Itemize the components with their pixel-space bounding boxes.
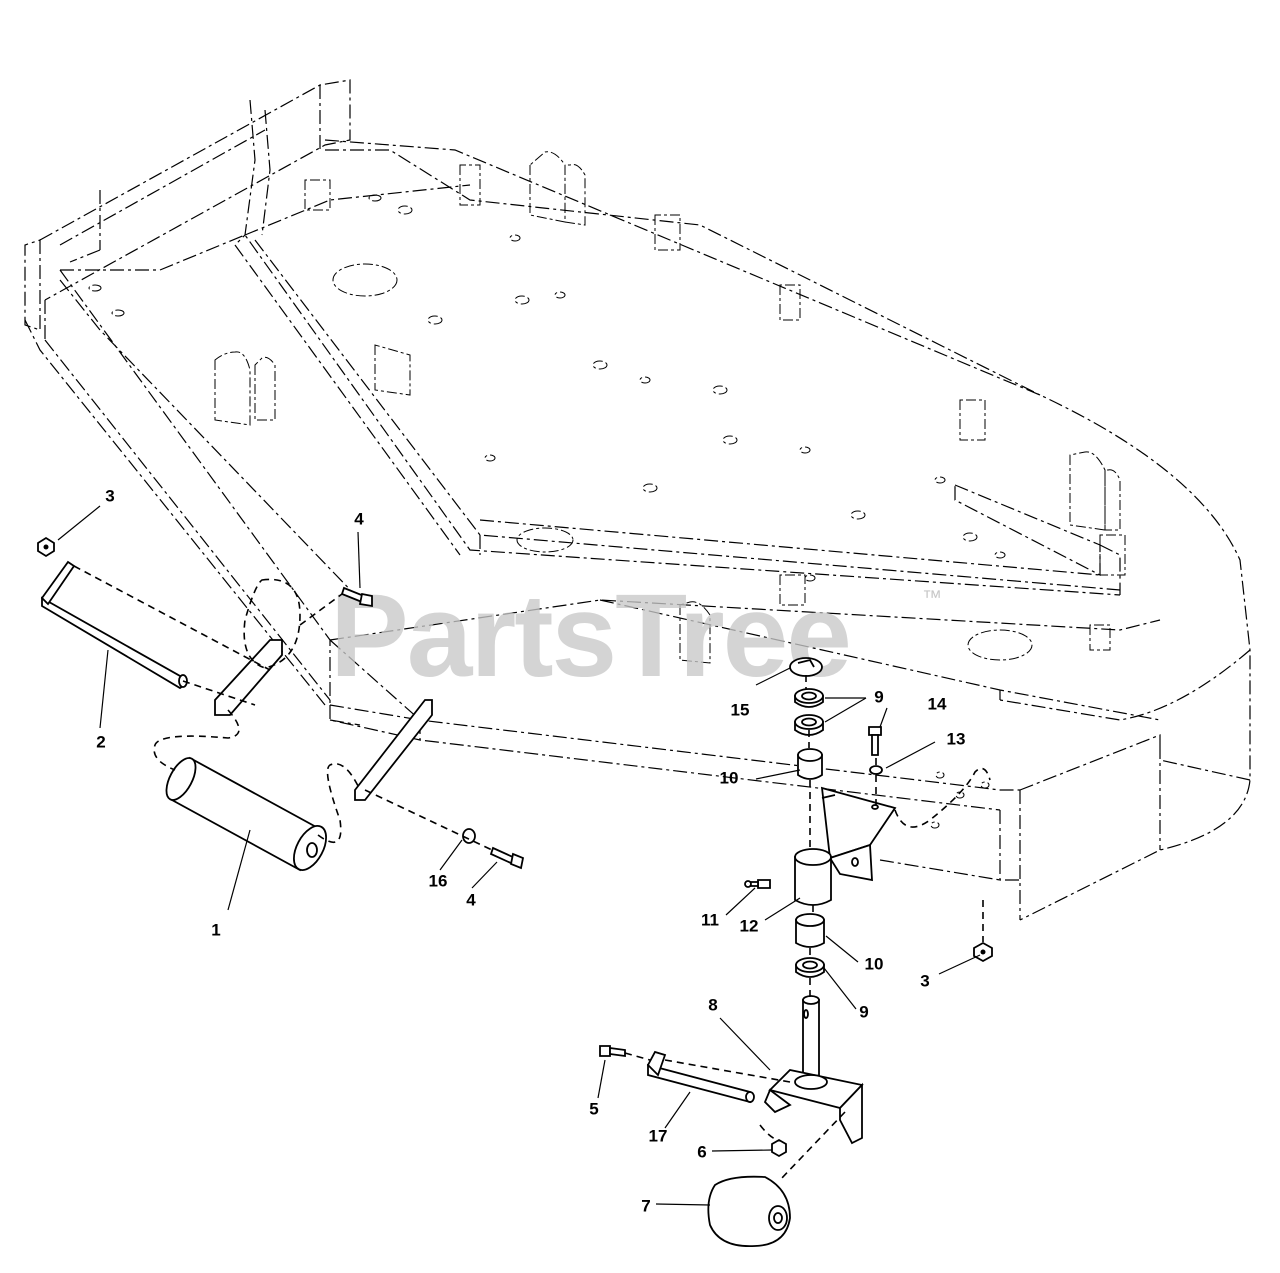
bolt-part-4-upper [340, 586, 373, 608]
caster-axle-part-17 [646, 1050, 755, 1104]
callout-11: 11 [701, 910, 719, 929]
callout-13: 13 [947, 729, 966, 748]
roller-bracket-rear [214, 639, 283, 716]
caster-mount-bracket [820, 786, 897, 882]
roller-part-1 [165, 756, 327, 872]
bolt-part-14 [868, 726, 882, 756]
leader-lines [57, 505, 981, 1206]
caster-fork-part-8 [763, 995, 864, 1145]
callout-5: 5 [589, 1099, 598, 1118]
callout-4-upper: 4 [354, 509, 364, 528]
callout-9-upper: 9 [874, 687, 883, 706]
callout-15: 15 [731, 700, 750, 719]
callout-7: 7 [641, 1196, 650, 1215]
callout-6: 6 [697, 1142, 706, 1161]
snap-ring-part-15 [789, 657, 823, 677]
callout-10-lower: 10 [865, 954, 884, 973]
callout-9-lower: 9 [859, 1002, 868, 1021]
watermark: PartsTree ™ [330, 570, 942, 702]
callout-2: 2 [96, 732, 105, 751]
bolt-part-4-lower [489, 846, 525, 870]
callout-1: 1 [211, 920, 220, 939]
locknut-part-3-left [37, 536, 55, 558]
bushing-part-10-upper [797, 748, 823, 780]
callout-12: 12 [740, 916, 759, 935]
bearing-part-9-upper-b [794, 714, 824, 736]
callout-3-left: 3 [105, 486, 114, 505]
roller-assembly [37, 536, 525, 872]
washer-part-13 [869, 765, 883, 775]
locknut-part-3-right [973, 941, 993, 963]
callout-14: 14 [928, 694, 947, 713]
bearing-part-9-lower [795, 957, 825, 978]
caster-assembly [599, 657, 993, 1248]
callout-8: 8 [708, 995, 717, 1014]
bushing-part-10-lower [795, 913, 825, 948]
bearing-part-9-upper-a [794, 688, 824, 708]
watermark-trademark: ™ [922, 587, 942, 609]
deck-holes [88, 194, 1006, 829]
bolt-part-5 [599, 1045, 626, 1058]
callout-4-lower: 4 [466, 890, 476, 909]
mower-deck-phantom [24, 79, 1251, 921]
pivot-tube-part-12 [794, 848, 832, 906]
roller-bracket-front [354, 699, 433, 801]
washer-part-16 [462, 828, 476, 844]
grease-fitting-part-11 [744, 879, 771, 889]
caster-wheel-part-7 [707, 1175, 791, 1248]
callout-3-right: 3 [920, 971, 929, 990]
callout-16: 16 [429, 871, 448, 890]
callout-10-upper: 10 [720, 768, 739, 787]
nut-part-6 [771, 1138, 787, 1158]
watermark-text: PartsTree [330, 570, 850, 702]
callout-labels: 1 2 3 3 4 4 5 6 7 8 9 9 10 10 11 12 13 1… [96, 486, 965, 1215]
roller-axle-part-2 [40, 560, 188, 690]
callout-17: 17 [649, 1126, 668, 1145]
